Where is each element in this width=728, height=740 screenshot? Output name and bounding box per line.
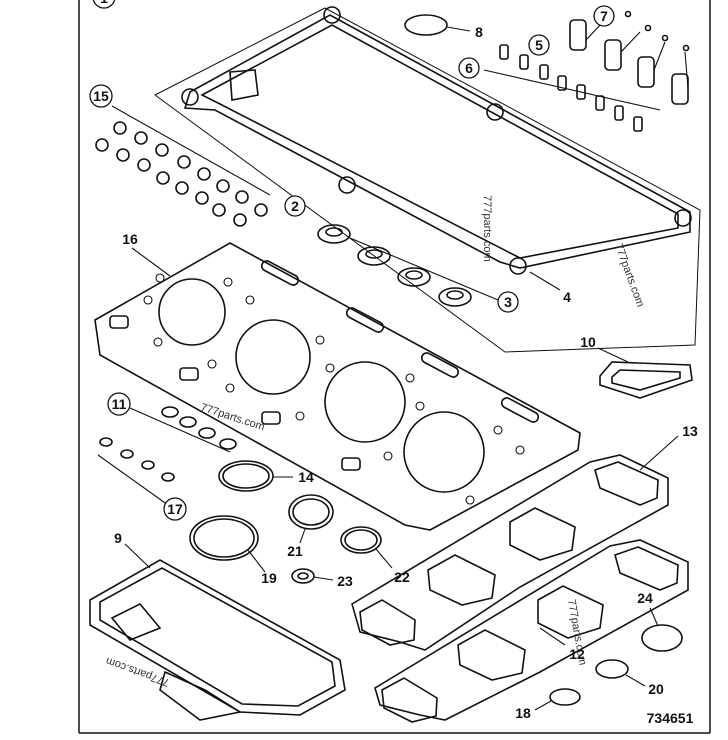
callout-16[interactable]: 16 [122, 231, 138, 247]
washers-11 [129, 406, 237, 453]
head-gasket-16 [94, 242, 581, 531]
callout-8[interactable]: 8 [475, 24, 483, 40]
callout-4[interactable]: 4 [563, 289, 571, 305]
callout-13[interactable]: 13 [682, 423, 698, 439]
callout-22[interactable]: 22 [394, 569, 410, 585]
callout-15[interactable]: 15 [89, 84, 113, 108]
callout-12[interactable]: 12 [569, 646, 585, 662]
washer-23 [291, 568, 334, 584]
callout-10[interactable]: 10 [580, 334, 596, 350]
callout-19[interactable]: 19 [261, 570, 277, 586]
callout-2[interactable]: 2 [284, 195, 306, 217]
callout-23[interactable]: 23 [337, 573, 353, 589]
o-ring-22 [340, 526, 393, 569]
callout-3[interactable]: 3 [497, 291, 519, 313]
svg-text:17: 17 [167, 501, 183, 517]
valve-stem-seals-7 [569, 10, 690, 105]
seals-3 [317, 224, 499, 307]
o-ring-24 [641, 607, 683, 652]
callout-21[interactable]: 21 [287, 543, 303, 559]
o-ring-19 [189, 515, 266, 573]
callout-9[interactable]: 9 [114, 530, 122, 546]
o-ring-20 [595, 659, 646, 687]
callout-5[interactable]: 5 [528, 34, 550, 56]
callout-18[interactable]: 18 [515, 705, 531, 721]
washers-17 [97, 437, 175, 506]
valve-seals-6 [483, 44, 661, 132]
svg-text:5: 5 [535, 37, 543, 53]
rocker-cover-gasket [154, 6, 701, 353]
svg-text:15: 15 [93, 88, 109, 104]
svg-text:7: 7 [600, 8, 608, 24]
svg-text:6: 6 [465, 60, 473, 76]
leader-4 [529, 271, 561, 291]
callout-11[interactable]: 11 [107, 392, 131, 416]
watermark-2: 777parts.com [612, 242, 646, 309]
svg-text:3: 3 [504, 294, 512, 310]
manifold-gasket-13 [351, 435, 679, 651]
o-ring-14 [218, 460, 293, 492]
svg-text:1: 1 [100, 0, 108, 6]
svg-text:11: 11 [112, 396, 127, 412]
callout-17[interactable]: 17 [163, 497, 187, 521]
callout-20[interactable]: 20 [648, 681, 664, 697]
svg-text:2: 2 [291, 198, 299, 214]
watermark-1: 777parts.com [481, 195, 493, 262]
callout-7[interactable]: 7 [593, 5, 615, 27]
gasket-10 [597, 347, 693, 399]
callout-1[interactable]: 1 [92, 0, 116, 9]
callout-14[interactable]: 14 [298, 469, 314, 485]
watermark-5: 777parts.com [104, 654, 171, 688]
o-ring-21 [288, 494, 334, 544]
callout-6[interactable]: 6 [458, 57, 480, 79]
manifold-gasket-12 [374, 539, 689, 723]
o-ring-8 [404, 14, 471, 36]
callout-24[interactable]: 24 [637, 590, 653, 606]
seals-15 [95, 105, 271, 227]
o-ring-18 [534, 688, 581, 711]
drawing-number: 734651 [647, 710, 694, 726]
sump-gasket-9 [89, 543, 346, 721]
